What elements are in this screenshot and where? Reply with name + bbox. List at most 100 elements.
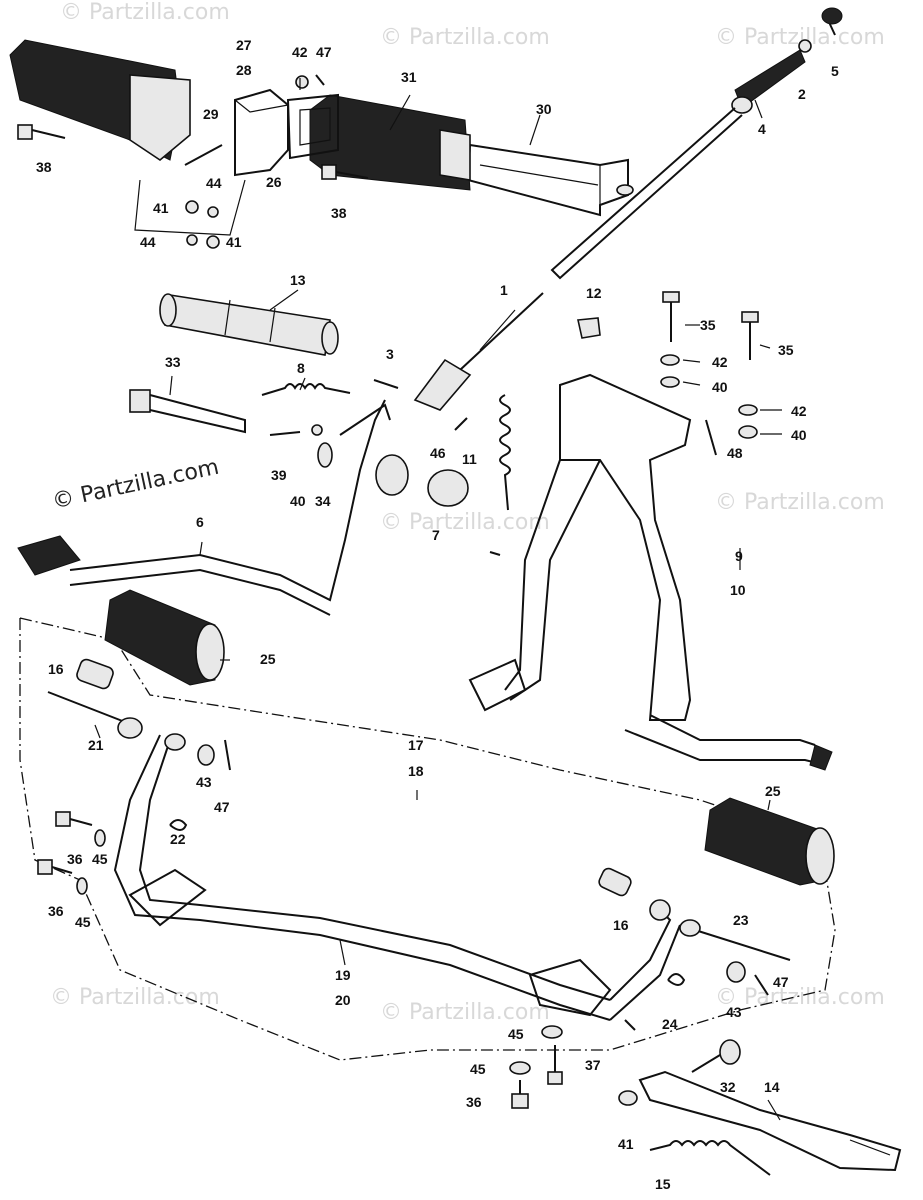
callout-42: 42	[292, 44, 308, 60]
callout-20: 20	[335, 992, 351, 1008]
callout-13: 13	[290, 272, 306, 288]
callout-38: 38	[331, 205, 347, 221]
callout-44: 44	[140, 234, 156, 250]
part-31-step-rubber	[309, 94, 471, 191]
part-36-bolt-b	[37, 859, 73, 875]
watermark: © Partzilla.com	[715, 490, 885, 515]
callout-35: 35	[700, 317, 716, 333]
callout-16: 16	[48, 661, 64, 677]
leader-41-44	[134, 179, 246, 236]
washer-43a	[197, 744, 215, 766]
callout-43: 43	[726, 1004, 742, 1020]
part-30-pipe	[466, 143, 629, 217]
part-33-shaft-bolt	[129, 389, 246, 434]
callout-45: 45	[508, 1026, 524, 1042]
callout-29: 29	[203, 106, 219, 122]
callout-32: 32	[720, 1079, 736, 1095]
callout-22: 22	[170, 831, 186, 847]
callout-10: 10	[730, 582, 746, 598]
part-36-bolt-a	[55, 811, 93, 827]
part-24-clip	[667, 973, 686, 986]
pin-47	[315, 74, 325, 86]
washer-42	[295, 75, 309, 89]
part-rubber-upper-left	[9, 39, 191, 161]
callout-45: 45	[470, 1061, 486, 1077]
callout-8: 8	[297, 360, 305, 376]
part-9-main-stand	[468, 373, 833, 771]
part-37-bolt	[547, 1045, 563, 1085]
callout-42: 42	[791, 403, 807, 419]
nut-41c	[618, 1090, 638, 1106]
callout-16: 16	[613, 917, 629, 933]
part-23-head	[679, 919, 701, 937]
nut-40c	[738, 425, 758, 439]
callout-37: 37	[585, 1057, 601, 1073]
washer-43b	[726, 961, 746, 983]
callout-9: 9	[735, 548, 743, 564]
part-11-spring	[499, 394, 511, 511]
callout-36: 36	[466, 1094, 482, 1110]
callout-26: 26	[266, 174, 282, 190]
part-3-bolt	[373, 379, 399, 389]
watermark: © Partzilla.com	[715, 985, 885, 1010]
callout-12: 12	[586, 285, 602, 301]
watermark: © Partzilla.com	[380, 510, 550, 535]
callout-47: 47	[316, 44, 332, 60]
callout-40: 40	[791, 427, 807, 443]
part-7-collar	[427, 469, 469, 507]
part-38-bolt	[17, 124, 66, 140]
washer-34	[317, 442, 333, 468]
callout-43: 43	[196, 774, 212, 790]
callout-6: 6	[196, 514, 204, 530]
washer-40	[311, 424, 323, 436]
callout-48: 48	[727, 445, 743, 461]
assembly-outline	[19, 617, 836, 1061]
part-14-side-stand	[638, 1070, 902, 1172]
callout-34: 34	[315, 493, 331, 509]
washer-45b	[76, 877, 88, 895]
callout-40: 40	[712, 379, 728, 395]
callout-47: 47	[214, 799, 230, 815]
watermark: © Partzilla.com	[380, 1000, 550, 1025]
callout-28: 28	[236, 62, 252, 78]
washer-42b	[660, 354, 680, 366]
callout-36: 36	[48, 903, 64, 919]
callout-36: 36	[67, 851, 83, 867]
callout-18: 18	[408, 763, 424, 779]
part-cable-assembly	[550, 7, 843, 280]
washer-45c	[541, 1025, 563, 1039]
callout-41: 41	[226, 234, 242, 250]
nut-41	[185, 200, 199, 214]
washer-45a	[94, 829, 106, 847]
part-32-bolt	[691, 1039, 741, 1073]
part-8-spring	[261, 383, 351, 396]
callout-39: 39	[271, 467, 287, 483]
callout-45: 45	[75, 914, 91, 930]
part-35-bolt-a	[662, 291, 680, 342]
callout-5: 5	[831, 63, 839, 79]
callout-44: 44	[206, 175, 222, 191]
part-12-nut	[577, 317, 601, 339]
washer-44	[207, 206, 219, 218]
callout-17: 17	[408, 737, 424, 753]
callout-33: 33	[165, 354, 181, 370]
part-6-brake-pedal	[17, 399, 409, 616]
washer-44b	[186, 234, 198, 246]
callout-30: 30	[536, 101, 552, 117]
nut-41b	[206, 235, 220, 249]
part-19-step-bar	[113, 733, 681, 1031]
callout-14: 14	[764, 1079, 780, 1095]
callout-25: 25	[260, 651, 276, 667]
pin-48	[705, 419, 717, 456]
part-39-bolt	[269, 431, 301, 436]
part-21-bolt	[47, 691, 143, 739]
callout-41: 41	[618, 1136, 634, 1152]
part-35-bolt-b	[741, 311, 759, 360]
washer-42c	[738, 404, 758, 416]
part-25-peg-lower	[704, 797, 835, 886]
pin-47a	[224, 739, 231, 771]
callout-45: 45	[92, 851, 108, 867]
part-16-bolt-a	[76, 658, 114, 690]
